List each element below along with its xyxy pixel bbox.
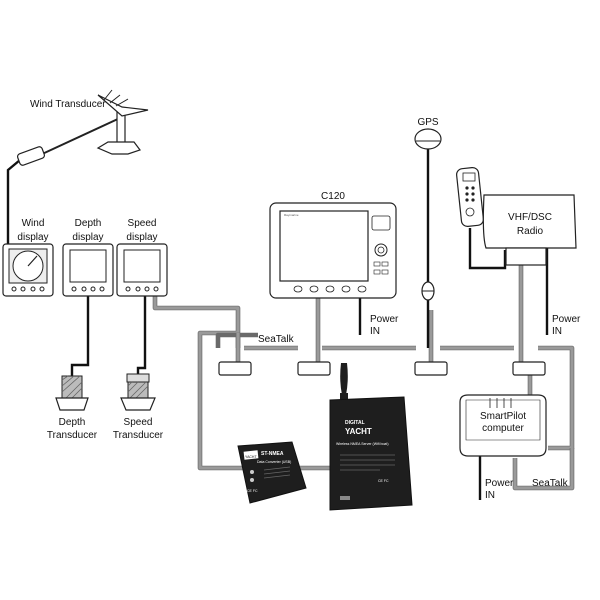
junction-block — [218, 361, 252, 376]
depth-display: Depth display — [62, 218, 114, 297]
vhf-label-line2: Radio — [517, 226, 544, 237]
gps-antenna: GPS — [414, 117, 442, 301]
c120-power-label-line1: Power — [370, 314, 399, 325]
junction-block — [414, 361, 448, 376]
vhf-label-line1: VHF/DSC — [508, 212, 552, 223]
seatalk-cables — [152, 265, 575, 491]
converter-ce: CE FC — [247, 489, 258, 493]
smartpilot-computer: SmartPilot computer — [459, 394, 547, 457]
speed-transducer-label-line2: Transducer — [113, 430, 164, 441]
smartpilot-label-line1: SmartPilot — [480, 411, 526, 422]
vhf-dsc-radio: VHF/DSC Radio — [456, 167, 577, 266]
speed-display-label-line2: display — [126, 232, 157, 243]
server-subtitle: Wireless NMEA Server (Wifi boat) — [336, 442, 389, 446]
junction-block — [297, 361, 331, 376]
speed-transducer: Speed Transducer — [113, 373, 164, 441]
speed-display-label-line1: Speed — [128, 218, 157, 229]
c120-chartplotter: C120 Raymarine — [269, 191, 397, 299]
depth-transducer: Depth Transducer — [47, 375, 98, 441]
depth-display-label-line1: Depth — [75, 218, 102, 229]
depth-transducer-label-line2: Transducer — [47, 430, 98, 441]
converter-brand: YACHT — [245, 455, 257, 459]
server-ce: CE FC — [378, 479, 389, 483]
seatalk-junctions — [218, 361, 546, 376]
c120-power-label-line2: IN — [370, 326, 380, 337]
speed-display: Speed display — [116, 218, 168, 297]
converter-title: ST-NMEA — [261, 451, 284, 457]
gps-label: GPS — [417, 117, 438, 128]
depth-transducer-label-line1: Depth — [59, 417, 86, 428]
smartpilot-power-label-line1: Power — [485, 478, 514, 489]
server-brand: YACHT — [345, 427, 372, 436]
server-brand-top: DIGITAL — [345, 420, 365, 426]
c120-label: C120 — [321, 191, 345, 202]
seatalk-label-top: SeaTalk — [258, 334, 295, 345]
wind-transducer: Wind Transducer — [16, 89, 149, 166]
vhf-power-label-line2: IN — [552, 326, 562, 337]
seatalk-label-bottom: SeaTalk — [532, 478, 569, 489]
speed-transducer-label-line1: Speed — [124, 417, 153, 428]
wind-display-label-line2: display — [17, 232, 48, 243]
st-nmea-converter: YACHT ST-NMEA Data Converter (USB) CE FC — [237, 441, 307, 504]
smartpilot-power-label-line2: IN — [485, 490, 495, 501]
wind-transducer-label: Wind Transducer — [30, 99, 106, 110]
smartpilot-label-line2: computer — [482, 423, 524, 434]
converter-subtitle: Data Converter (USB) — [257, 460, 291, 464]
vhf-power-label-line1: Power — [552, 314, 581, 325]
plotter-brand: Raymarine — [284, 213, 299, 217]
wind-display: Wind display — [2, 218, 54, 297]
wind-display-label-line1: Wind — [22, 218, 45, 229]
junction-block — [512, 361, 546, 376]
wireless-nmea-server: DIGITAL YACHT Wireless NMEA Server (Wifi… — [329, 363, 413, 511]
depth-display-label-line2: display — [72, 232, 103, 243]
